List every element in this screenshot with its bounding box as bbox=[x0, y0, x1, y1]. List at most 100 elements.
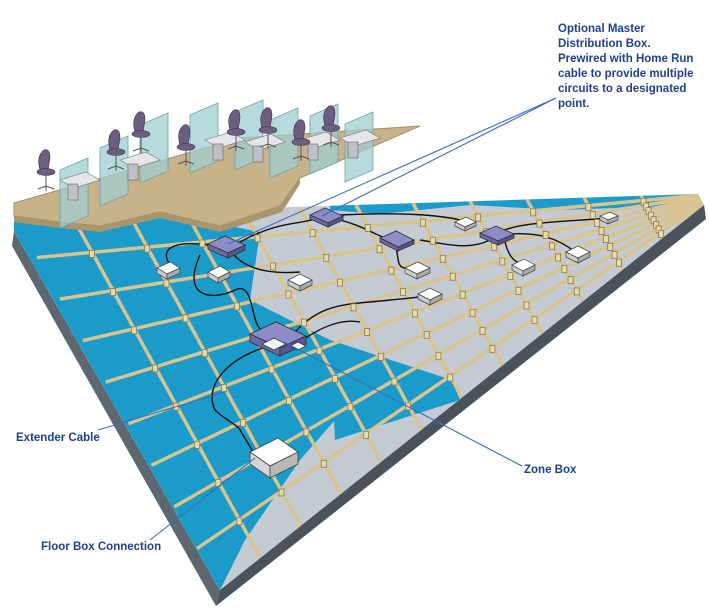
zone-box bbox=[479, 225, 515, 246]
chair-seat bbox=[258, 126, 278, 134]
pedestal bbox=[221, 384, 227, 392]
pedestal bbox=[240, 418, 247, 427]
zone-box bbox=[379, 230, 415, 252]
desk-pedestal bbox=[67, 183, 79, 201]
zone-box-leader bbox=[283, 341, 523, 467]
pedestal bbox=[234, 302, 240, 311]
pedestal bbox=[555, 253, 562, 262]
chair-base bbox=[292, 155, 310, 161]
office-chair bbox=[178, 124, 191, 146]
pedestal bbox=[350, 303, 357, 312]
desk-pedestal bbox=[307, 143, 319, 161]
desk-pedestal bbox=[212, 143, 224, 161]
chair-seat bbox=[106, 148, 126, 156]
grid-stringer bbox=[69, 213, 262, 559]
master-box-leader bbox=[227, 97, 557, 245]
pedestal bbox=[364, 223, 371, 232]
pedestal bbox=[411, 309, 418, 318]
cables bbox=[165, 213, 611, 456]
floor-box-connection-label: Floor Box Connection bbox=[41, 541, 162, 553]
cubicle-partition bbox=[269, 107, 299, 179]
floor-pedestals bbox=[89, 198, 665, 526]
pedestal bbox=[268, 365, 275, 374]
office-chair bbox=[38, 149, 51, 171]
desk-pedestal bbox=[127, 163, 139, 181]
pedestal bbox=[309, 229, 316, 237]
pedestal bbox=[376, 245, 383, 254]
pedestal bbox=[420, 218, 426, 227]
pedestal bbox=[347, 403, 354, 411]
pedestal bbox=[201, 349, 208, 358]
pedestal bbox=[429, 236, 436, 245]
callout-line: circuits to a designated bbox=[558, 83, 687, 95]
pedestal bbox=[479, 326, 486, 335]
pedestal bbox=[236, 517, 243, 526]
extender-cable-label: Extender Cable bbox=[16, 432, 100, 444]
chair-seat bbox=[131, 130, 151, 138]
pedestal bbox=[336, 278, 343, 287]
chair-base bbox=[177, 160, 195, 166]
office-chair bbox=[293, 119, 306, 141]
grid-stringer bbox=[240, 207, 383, 463]
pedestal bbox=[475, 213, 481, 222]
pedestal bbox=[585, 203, 592, 212]
floor-box bbox=[287, 273, 313, 292]
cable bbox=[419, 239, 491, 247]
grid-stringer bbox=[525, 198, 585, 303]
zone-box bbox=[309, 207, 344, 228]
office-furniture bbox=[36, 99, 381, 229]
chair-seat bbox=[36, 168, 56, 176]
pedestal bbox=[316, 346, 323, 355]
pedestal bbox=[320, 459, 327, 468]
pedestal bbox=[391, 377, 398, 386]
pedestal bbox=[602, 234, 609, 243]
desk-pedestal bbox=[347, 141, 359, 159]
pedestal bbox=[567, 276, 574, 285]
slab-side-left bbox=[12, 231, 220, 606]
pedestal bbox=[459, 290, 466, 299]
pedestal bbox=[286, 396, 292, 405]
zone-box-label: Zone Box bbox=[524, 464, 577, 476]
callout-line: Distribution Box. bbox=[558, 38, 651, 50]
master-box-leader bbox=[321, 97, 557, 217]
pedestal bbox=[285, 290, 292, 299]
chair-seat bbox=[176, 143, 196, 151]
cable bbox=[339, 219, 386, 239]
chair-base bbox=[322, 141, 340, 147]
pedestal bbox=[278, 488, 285, 497]
floor-boxes bbox=[156, 211, 619, 479]
pedestal bbox=[303, 428, 310, 437]
pedestal bbox=[607, 242, 614, 251]
pedestal bbox=[573, 287, 580, 296]
pedestal bbox=[89, 249, 95, 258]
leader-lines bbox=[97, 97, 557, 541]
pedestal bbox=[435, 352, 442, 361]
pedestal bbox=[536, 219, 543, 228]
pedestal bbox=[489, 344, 496, 353]
pedestal bbox=[439, 254, 446, 263]
floor-box bbox=[599, 211, 619, 225]
office-chair bbox=[228, 109, 241, 131]
callout-line: cable to provide multiple bbox=[558, 68, 694, 80]
pedestal bbox=[254, 234, 261, 243]
zone-box-main bbox=[248, 321, 308, 357]
pedestal bbox=[152, 364, 159, 373]
pedestal bbox=[589, 211, 596, 219]
chair-base bbox=[132, 147, 150, 153]
pedestal bbox=[507, 272, 514, 281]
master-distribution-box-label: Optional Master Distribution Box. Prewir… bbox=[558, 22, 708, 112]
zone-box bbox=[207, 235, 246, 259]
pedestal bbox=[499, 257, 506, 266]
callout-line: point. bbox=[558, 98, 590, 110]
pedestal bbox=[400, 288, 407, 296]
extender-cable bbox=[211, 344, 273, 456]
slab-side-right bbox=[216, 205, 706, 606]
pedestal bbox=[163, 279, 170, 288]
grid-stringer bbox=[183, 209, 343, 495]
zone-boxes bbox=[207, 207, 515, 357]
pedestal bbox=[531, 316, 538, 325]
floor-box-leader bbox=[149, 457, 256, 541]
pedestal bbox=[423, 330, 430, 339]
pedestal bbox=[616, 258, 622, 267]
office-chair bbox=[260, 107, 273, 129]
